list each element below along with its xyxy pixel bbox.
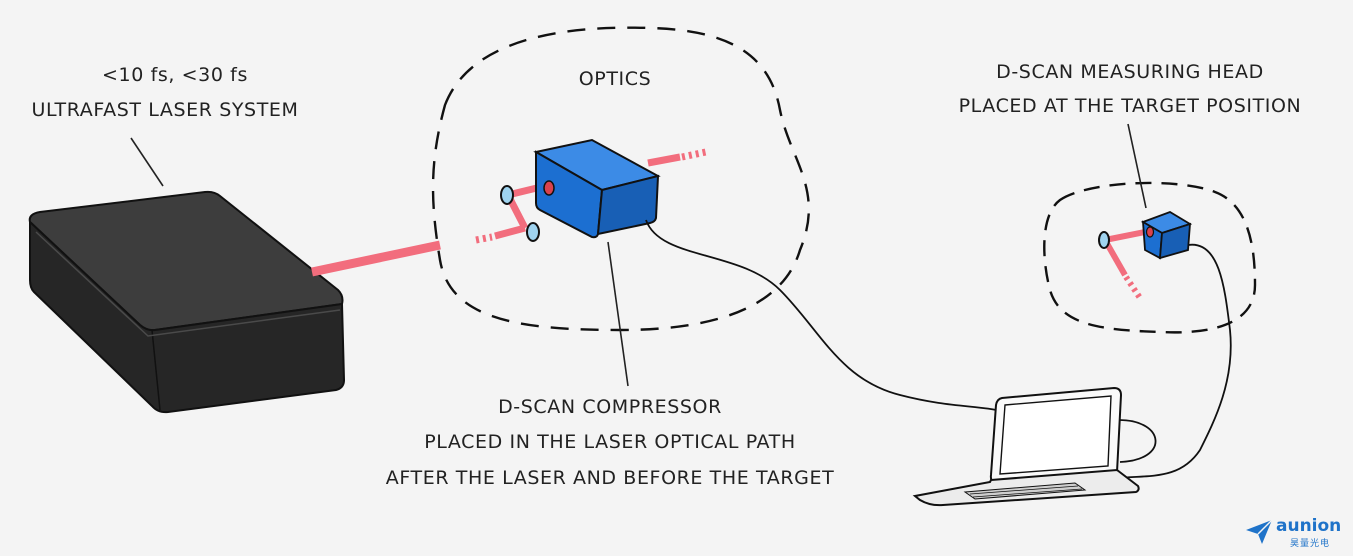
- head-leader-line: [1127, 123, 1147, 209]
- compressor-label-line3: AFTER THE LASER AND BEFORE THE TARGET: [385, 467, 835, 489]
- head-cable: [1119, 243, 1232, 479]
- measuring-head-region: [1043, 181, 1257, 334]
- dscan-compressor-device: [533, 138, 661, 239]
- optics-beams: [475, 148, 707, 244]
- paper-plane-icon: [1246, 519, 1273, 544]
- mirror-upper: [500, 185, 514, 205]
- logo-wordmark: aunion: [1276, 516, 1342, 536]
- aunion-logo: aunion 昊量光电: [1244, 516, 1349, 552]
- logo-subtitle: 昊量光电: [1290, 539, 1331, 549]
- optics-label: OPTICS: [578, 68, 652, 90]
- laser-system-box: [28, 190, 346, 414]
- measuring-head-label-title: D-SCAN MEASURING HEAD: [996, 61, 1264, 83]
- laser-system-label: ULTRAFAST LASER SYSTEM: [31, 99, 299, 121]
- compressor-cable: [645, 219, 1006, 413]
- head-mirror: [1098, 231, 1110, 249]
- laptop: [912, 386, 1157, 507]
- dscan-measuring-head-device: [1140, 211, 1193, 260]
- optics-region: [431, 26, 810, 332]
- laser-beam: [311, 240, 441, 277]
- laser-leader-line: [130, 137, 164, 187]
- laser-spec-label: <10 fs, <30 fs: [102, 64, 248, 86]
- head-beams: [1102, 228, 1151, 300]
- compressor-label-title: D-SCAN COMPRESSOR: [498, 396, 722, 418]
- mirror-lower: [526, 222, 540, 242]
- measuring-head-label-line2: PLACED AT THE TARGET POSITION: [958, 95, 1302, 117]
- compressor-label-line2: PLACED IN THE LASER OPTICAL PATH: [424, 431, 796, 453]
- compressor-leader-line: [607, 241, 629, 387]
